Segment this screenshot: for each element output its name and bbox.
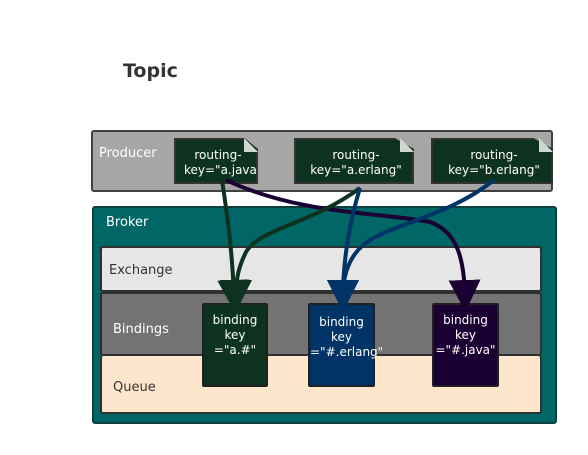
exchange-label: Exchange [109,263,173,278]
diagram-title: Topic [123,60,178,82]
arrow-a-erlang-to-a-hash [220,186,362,312]
routing-key-note-a-erlang: routing-key="a.erlang" [294,138,414,184]
routing-key-text: routing-key="b.erlang" [448,148,540,177]
arrow-b-erlang-to-hash-erlang [327,178,496,312]
queue-label: Queue [113,380,156,395]
binding-key-text: binding key ="#.erlang" [310,315,384,359]
routing-key-text: routing-key="a.erlang" [310,148,402,177]
bindings-label: Bindings [113,322,169,337]
binding-key-hash-erlang: binding key ="#.erlang" [308,303,383,387]
binding-key-hash-java: binding key ="#.java" [432,303,499,387]
binding-key-a-hash: binding key ="a.#" [202,303,268,387]
routing-key-text: routing-key="a.java" [184,148,263,177]
broker-label: Broker [106,215,149,230]
producer-label: Producer [99,146,157,161]
arrow-a-java-to-a-hash [217,179,250,312]
binding-key-text: binding key ="#.java" [435,313,496,357]
binding-key-text: binding key ="a.#" [212,313,258,357]
